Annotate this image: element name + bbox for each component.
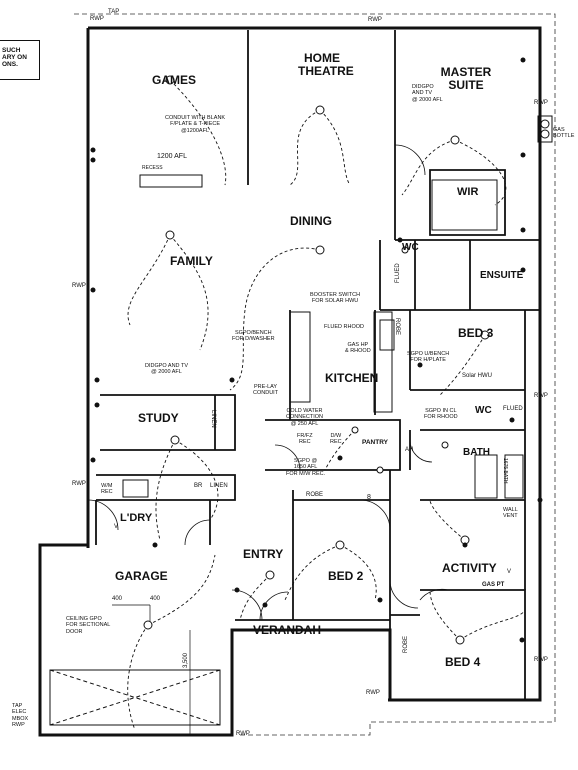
note-gas-pt: GAS PT	[482, 582, 505, 588]
room-ensuite: ENSUITE	[480, 270, 524, 281]
note-cold-water: COLD WATER CONNECTION @ 250 AFL	[286, 408, 323, 427]
room-bath: BATH	[463, 447, 491, 458]
note-ceiling-gpo: CEILING GPO FOR SECTIONAL DOOR	[66, 616, 111, 635]
note-8: 8	[367, 494, 371, 501]
note-conduit: CONDUIT WITH BLANK F/PLATE & T-PIECE @12…	[165, 115, 226, 134]
note-dw: D/W REC	[330, 433, 342, 446]
room-games: GAMES	[152, 73, 197, 87]
note-1200-afl: 1200 AFL	[157, 153, 187, 160]
note-sgpo-mw: SGPO @ 1650 AFL FOR M/W REC.	[286, 458, 326, 477]
note-linen: LINEN	[210, 483, 228, 489]
room-family: FAMILY	[170, 254, 213, 268]
note-fr-fz: FR/FZ REC	[297, 433, 313, 446]
note-prelay: PRE-LAY CONDUIT	[253, 384, 279, 397]
note-sgpo-dwasher: SGPO/BENCH FOR D/WASHER	[232, 330, 275, 343]
room-entry: ENTRY	[243, 547, 284, 561]
room-wir: WIR	[457, 186, 479, 198]
room-wc2: WC	[475, 405, 492, 416]
note-booster: BOOSTER SWITCH FOR SOLAR HWU	[310, 292, 361, 305]
note-elec-mbox: TAP ELEC MBOX RWP	[12, 703, 29, 728]
note-robe-bed4: ROBE	[403, 635, 409, 653]
room-wc-master: WC	[402, 242, 419, 253]
note-1675-bath: 1675 BATH	[502, 458, 508, 484]
room-bed2: BED 2	[328, 569, 364, 583]
room-kitchen: KITCHEN	[325, 371, 379, 385]
note-flued-wc: FLUED	[503, 406, 523, 412]
note-recess: RECESS	[142, 165, 163, 171]
note-flued-ensuite: FLUED	[395, 263, 401, 283]
room-master-suite: MASTER SUITE	[440, 65, 492, 92]
note-didgpo-study: DIDGPO AND TV @ 2000 AFL	[145, 363, 188, 376]
note-rwp-top: RWP	[368, 17, 382, 23]
room-home-theatre: HOME THEATRE	[298, 51, 354, 78]
note-robe-bed3: ROBE	[394, 318, 400, 336]
note-wm-rec: W/M REC	[101, 483, 113, 496]
room-garage: GARAGE	[115, 569, 168, 583]
boundary-dashed	[74, 13, 556, 736]
note-rwp-garage: RWP	[236, 731, 250, 737]
note-rwp-left-2: RWP	[72, 481, 86, 487]
note-robe-bed2: ROBE	[306, 492, 324, 498]
note-gas-bottle: GAS BOTTLE	[553, 127, 575, 140]
note-sgpo-hplate: SGPO U/BENCH FOR H/PLATE	[407, 351, 450, 364]
side-note-box: SUCH ARY ON ONS.	[0, 40, 40, 80]
note-sgpo-cl: SGPO IN CL FOR RHOOD	[424, 408, 458, 421]
note-rwp-bottom: RWP	[366, 690, 380, 696]
note-rwp-right-2: RWP	[534, 393, 548, 399]
note-gas-hp: GAS HP & RHOOD	[345, 342, 371, 355]
note-rwp-right-1: RWP	[534, 100, 548, 106]
room-verandah: VERANDAH	[253, 623, 322, 637]
note-rwp-right-3: RWP	[534, 657, 548, 663]
room-ldry: L'DRY	[120, 512, 153, 524]
dim-3500: 3,500	[183, 652, 189, 668]
room-bed4: BED 4	[445, 655, 481, 669]
note-rwp-top-left: RWP	[90, 16, 104, 22]
note-ah: AH	[405, 447, 414, 453]
room-activity: ACTIVITY	[442, 561, 497, 575]
room-study: STUDY	[138, 411, 179, 425]
room-dining: DINING	[290, 214, 332, 228]
note-flued-rhood: FLUED RHOOD	[324, 324, 365, 330]
note-tap-top: TAP	[108, 9, 120, 15]
note-v-activity: V	[507, 569, 512, 575]
note-rwp-left-1: RWP	[72, 283, 86, 289]
dim-400a: 400	[112, 596, 123, 602]
note-br: BR	[194, 483, 203, 489]
room-bed3: BED 3	[458, 326, 494, 340]
note-solar-hwu: Solar HWU	[462, 373, 493, 379]
room-pantry: PANTRY	[362, 439, 388, 446]
note-wall-vent: WALL VENT	[503, 507, 518, 520]
dim-400b: 400	[150, 596, 161, 602]
note-linen-study: LINEN	[210, 410, 216, 428]
note-didgpo-master: DIDGPO AND TV @ 2000 AFL	[412, 84, 443, 103]
note-v-ldry: V	[114, 524, 119, 530]
side-note: SUCH ARY ON ONS.	[2, 47, 27, 69]
